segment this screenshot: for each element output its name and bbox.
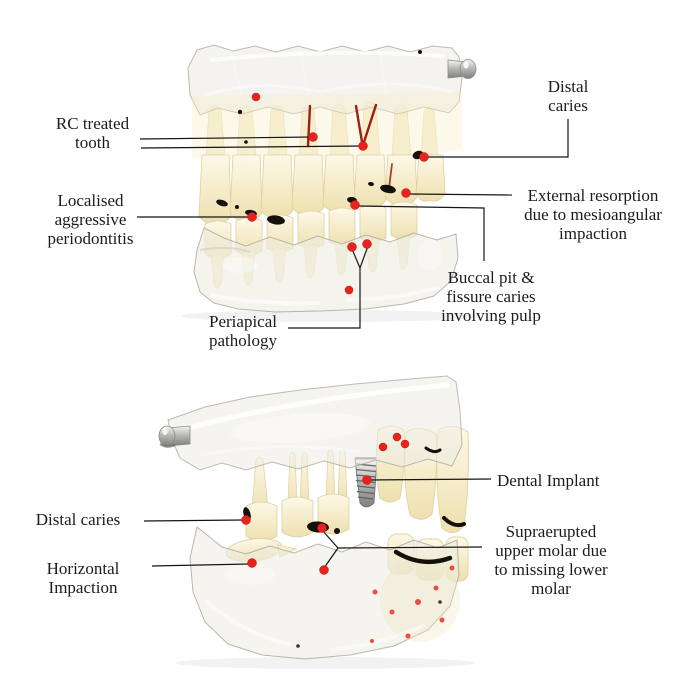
acrylic-highlights	[179, 382, 451, 457]
marker-dot-distal-caries-lower	[241, 515, 251, 525]
annotation-dental-implant: Dental Implant	[497, 471, 600, 490]
tooth	[415, 154, 446, 202]
marker-dot-periapical-1	[347, 242, 357, 252]
leader-distal-caries-lower	[143, 519, 244, 522]
sparkle	[230, 413, 370, 443]
leader-distal-caries-upper	[427, 119, 569, 158]
tooth	[291, 154, 325, 215]
upper-teeth-roots	[205, 101, 439, 158]
marker-dot-implant	[362, 475, 372, 485]
acrylic-lower-base	[193, 227, 459, 313]
leader-dental-implant	[369, 478, 492, 481]
marker-dot-supraerupted-2	[319, 565, 329, 575]
annotation-distal-caries-upper: Distal caries	[547, 77, 589, 115]
annotation-external-resorption: External resorption due to mesioangular …	[524, 186, 662, 243]
annotation-rc-treated-tooth: RC treated tooth	[55, 114, 130, 152]
sparkle	[418, 239, 442, 271]
marker-dot	[378, 442, 388, 452]
leader-horizontal-impaction	[151, 563, 250, 567]
acrylic-lower-base	[189, 526, 460, 660]
marker-dot-periodontitis	[247, 212, 257, 222]
annotation-distal-caries-lower: Distal caries	[35, 510, 121, 529]
marker-dot-periapical-2	[362, 239, 372, 249]
leader-buccal-pit	[357, 205, 485, 261]
marker-dot-supraerupted-1	[317, 523, 327, 533]
fleck	[296, 644, 300, 648]
tooth	[353, 154, 387, 208]
marker-dot-distal-caries-upper	[419, 152, 429, 162]
tooth	[328, 207, 356, 246]
sparkle	[222, 257, 258, 273]
marker-dot	[344, 285, 354, 295]
mounting-pin-icon	[158, 425, 191, 448]
leader-external-resorption	[408, 193, 513, 196]
marker-dot	[400, 439, 410, 449]
root-canal-fillings	[306, 103, 393, 189]
tooth	[198, 154, 232, 224]
mounting-pin-icon	[447, 59, 477, 79]
tooth	[245, 501, 278, 542]
marker-dot-external-resorption	[401, 188, 411, 198]
red-flecks	[370, 565, 455, 643]
marker-dot	[392, 432, 402, 442]
model-shadow	[175, 657, 475, 669]
acrylic-highlights	[204, 47, 453, 111]
base-highlights	[203, 598, 426, 652]
marker-dot-horizontal-impaction	[247, 558, 257, 568]
caries-arcs	[393, 446, 466, 565]
marker-dots	[241, 92, 429, 575]
upper-jaw-model	[180, 44, 480, 322]
sparkle	[225, 565, 275, 585]
leader-rc-treated-2	[140, 145, 364, 149]
leader-periapical	[288, 245, 369, 329]
marker-dot-rc-1	[308, 132, 318, 142]
marker-dot-rc-2	[358, 141, 368, 151]
model-shadow	[180, 310, 480, 322]
annotation-periapical-pathology: Periapical pathology	[209, 312, 277, 350]
gum-band	[192, 92, 462, 162]
leader-supraerupted	[321, 529, 483, 569]
tooth	[322, 154, 356, 212]
marker-dot	[251, 92, 261, 102]
lower-jaw-model	[158, 375, 475, 669]
tooth	[260, 154, 294, 218]
leader-lines	[137, 119, 569, 569]
base-highlights	[199, 246, 441, 306]
annotation-horizontal-impaction: Horizontal Impaction	[46, 559, 120, 597]
tooth	[229, 154, 263, 221]
annotation-supraerupted-upper-molar: Supraerupted upper molar due to missing …	[494, 522, 608, 598]
middle-teeth	[245, 449, 350, 542]
annotation-localised-aggressive-periodontitis: Localised aggressive periodontitis	[47, 191, 134, 248]
leader-rc-treated-1	[139, 136, 314, 140]
caries-marks-upper-model	[216, 50, 424, 225]
fleck	[438, 600, 442, 604]
marker-dot-buccal-pit	[350, 200, 360, 210]
tooth	[281, 496, 314, 538]
annotation-buccal-pit-fissure-caries: Buccal pit & fissure caries involving pu…	[441, 268, 541, 325]
acrylic-upper-block	[167, 375, 463, 471]
